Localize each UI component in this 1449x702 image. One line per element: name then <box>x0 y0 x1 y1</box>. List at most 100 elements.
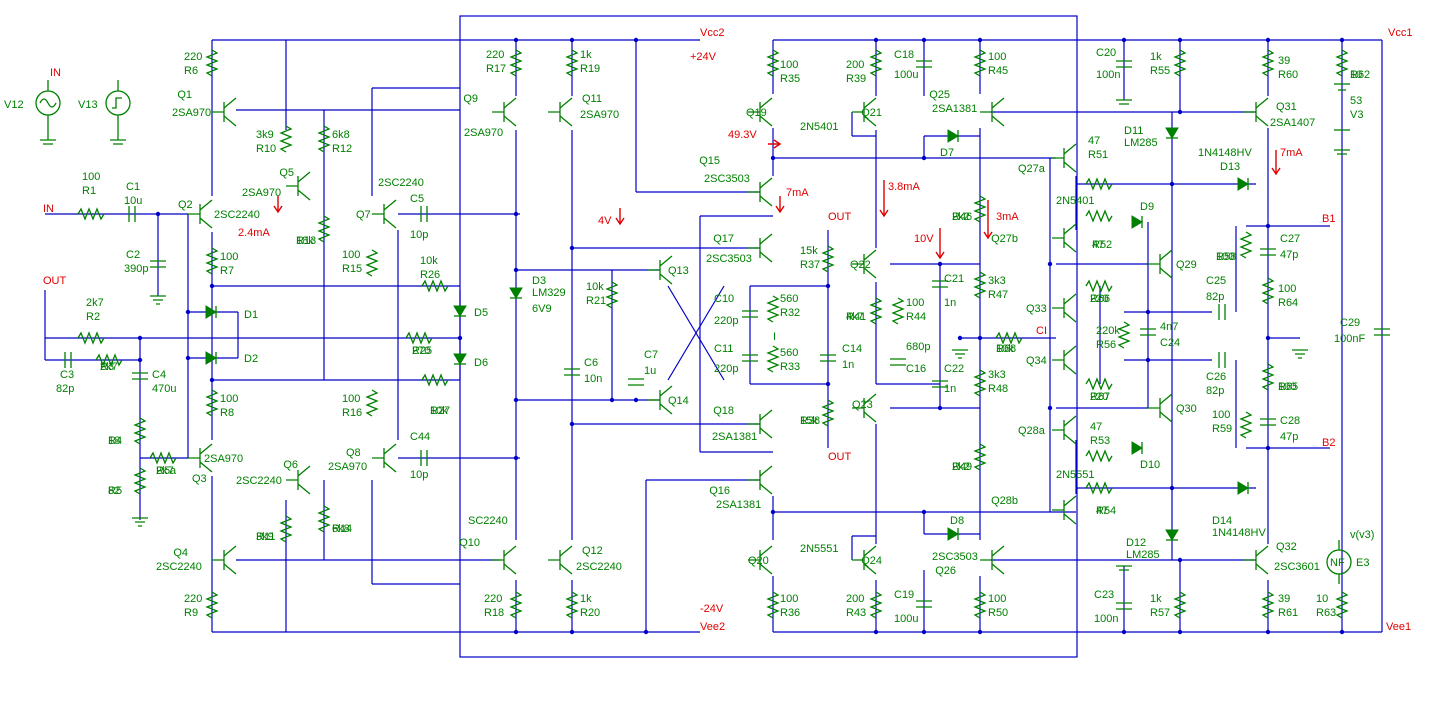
diode-d2 <box>205 351 217 365</box>
resistor-r45-value: 100 <box>988 51 1006 63</box>
capacitor-c11 <box>742 354 758 362</box>
resistor-r11-name: R11 <box>256 531 275 543</box>
transistor-q13 <box>648 255 673 285</box>
transistor-q5 <box>286 171 311 201</box>
resistor-r10-value: 3k9 <box>256 129 274 141</box>
resistor-r59-name: R59 <box>1212 423 1232 435</box>
diode-d14-type: 1N4148HV <box>1212 527 1266 539</box>
resistor-r6 <box>205 49 219 77</box>
diode-d6 <box>453 353 467 365</box>
capacitor-c4 <box>132 372 148 380</box>
transistor-q2 <box>188 199 213 229</box>
resistor-r38-value: 15k <box>800 415 818 427</box>
transistor-q9 <box>492 97 517 127</box>
transistor-q23 <box>852 393 877 423</box>
diode-d11-name: D11 <box>1124 125 1143 137</box>
diode-d7 <box>947 129 959 143</box>
capacitor-c22-name: C22 <box>944 363 964 375</box>
capacitor-c22 <box>932 380 948 388</box>
capacitor-c20-name: C20 <box>1096 47 1116 59</box>
diode-d3-type: LM329 <box>532 287 566 299</box>
resistor-r60 <box>1261 49 1275 77</box>
capacitor-c23 <box>1116 602 1132 610</box>
diode-d13 <box>1237 177 1249 191</box>
transistor-q22 <box>852 249 877 279</box>
transistor-q15 <box>748 177 773 207</box>
resistor-r48-value: 3k3 <box>988 369 1006 381</box>
resistor-r6-name: R6 <box>184 65 198 77</box>
resistor-r32-value: 560 <box>780 293 798 305</box>
transistor-q18-type: 2SA1381 <box>712 431 757 443</box>
transistor-q28b-name: Q28b <box>991 495 1018 507</box>
resistor-r61 <box>1261 591 1275 619</box>
capacitor-c1-name: C1 <box>126 181 140 193</box>
transistor-q28a <box>1052 415 1077 445</box>
diode-symbols <box>205 127 1249 541</box>
resistor-r66-value: 220 <box>1090 293 1108 305</box>
diode-d2-name: D2 <box>244 353 258 365</box>
resistor-r55-name: R55 <box>1150 65 1170 77</box>
nf-source-icon <box>1326 540 1352 584</box>
net-out-bottom: OUT <box>828 451 852 463</box>
resistor-r47-value: 3k3 <box>988 275 1006 287</box>
resistor-r44-value: 100 <box>906 297 924 309</box>
resistor-r26-name: R26 <box>420 269 440 281</box>
net-out-top: OUT <box>828 211 852 223</box>
resistor-r59 <box>1239 411 1253 439</box>
resistor-r35 <box>766 49 780 77</box>
capacitor-c20 <box>1116 60 1132 68</box>
capacitor-c18-name: C18 <box>894 49 914 61</box>
resistor-r53-value: 47 <box>1090 421 1102 433</box>
transistor-q34 <box>1052 345 1077 375</box>
resistor-r66-name: R66 <box>1090 293 1110 305</box>
resistor-r66 <box>1085 279 1113 293</box>
resistor-r17-value: 220 <box>486 49 504 61</box>
resistor-r5a-value: 2k7 <box>156 465 174 477</box>
resistor-r51-name: R51 <box>1088 149 1108 161</box>
transistor-q4 <box>212 545 237 575</box>
resistor-r50-value: 100 <box>988 593 1006 605</box>
junctions <box>137 37 1345 635</box>
label-e3val: v(v3) <box>1350 529 1374 541</box>
resistor-r67 <box>1085 377 1113 391</box>
transistor-q2-type: 2SC2240 <box>214 209 260 221</box>
resistor-r3-name: R3 <box>100 361 114 373</box>
resistor-r37 <box>821 245 835 273</box>
resistor-r9-value: 220 <box>184 593 202 605</box>
resistor-r21 <box>605 281 619 309</box>
net-minus24: -24V <box>700 603 724 615</box>
net-ci: CI <box>1036 325 1047 337</box>
resistor-r8-value: 100 <box>220 393 238 405</box>
transistor-q27b-type: 2N5401 <box>1056 195 1095 207</box>
diode-d8-name: D8 <box>950 515 964 527</box>
resistor-r60-value: 39 <box>1278 55 1290 67</box>
capacitor-c7-value: 1u <box>644 365 656 377</box>
resistor-r67-name: R67 <box>1090 391 1110 403</box>
resistor-r55 <box>1173 49 1187 77</box>
resistor-r35-value: 100 <box>780 59 798 71</box>
resistor-r43 <box>869 591 883 619</box>
net-vee1: Vee1 <box>1386 621 1411 633</box>
resistor-r52-value: 47 <box>1092 239 1104 251</box>
resistor-r45 <box>973 49 987 77</box>
capacitor-c16 <box>890 358 906 366</box>
diode-d13-type: 1N4148HV <box>1198 147 1252 159</box>
transistor-symbols <box>188 97 1269 575</box>
resistor-r41-value: 4k7 <box>846 311 864 323</box>
annot-3-8ma: 3.8mA <box>888 181 920 193</box>
net-out-feedback: OUT <box>43 275 67 287</box>
resistor-r55-value: 1k <box>1150 51 1162 63</box>
net-in-source: IN <box>50 67 61 79</box>
resistor-r4-value: 18 <box>108 435 120 447</box>
resistor-r12 <box>317 125 331 153</box>
capacitor-c21-value: 1n <box>944 297 956 309</box>
capacitor-c11-name: C11 <box>714 343 733 355</box>
resistor-r27 <box>421 373 449 387</box>
transistor-q10 <box>492 545 517 575</box>
resistor-r21-name: R21 <box>586 295 606 307</box>
resistor-r9-name: R9 <box>184 607 198 619</box>
resistor-r61-name: R61 <box>1278 607 1298 619</box>
transistor-q6-name: Q6 <box>283 459 298 471</box>
capacitor-c11-value: 220p <box>714 363 738 375</box>
transistor-q21-type: 2N5401 <box>800 121 839 133</box>
